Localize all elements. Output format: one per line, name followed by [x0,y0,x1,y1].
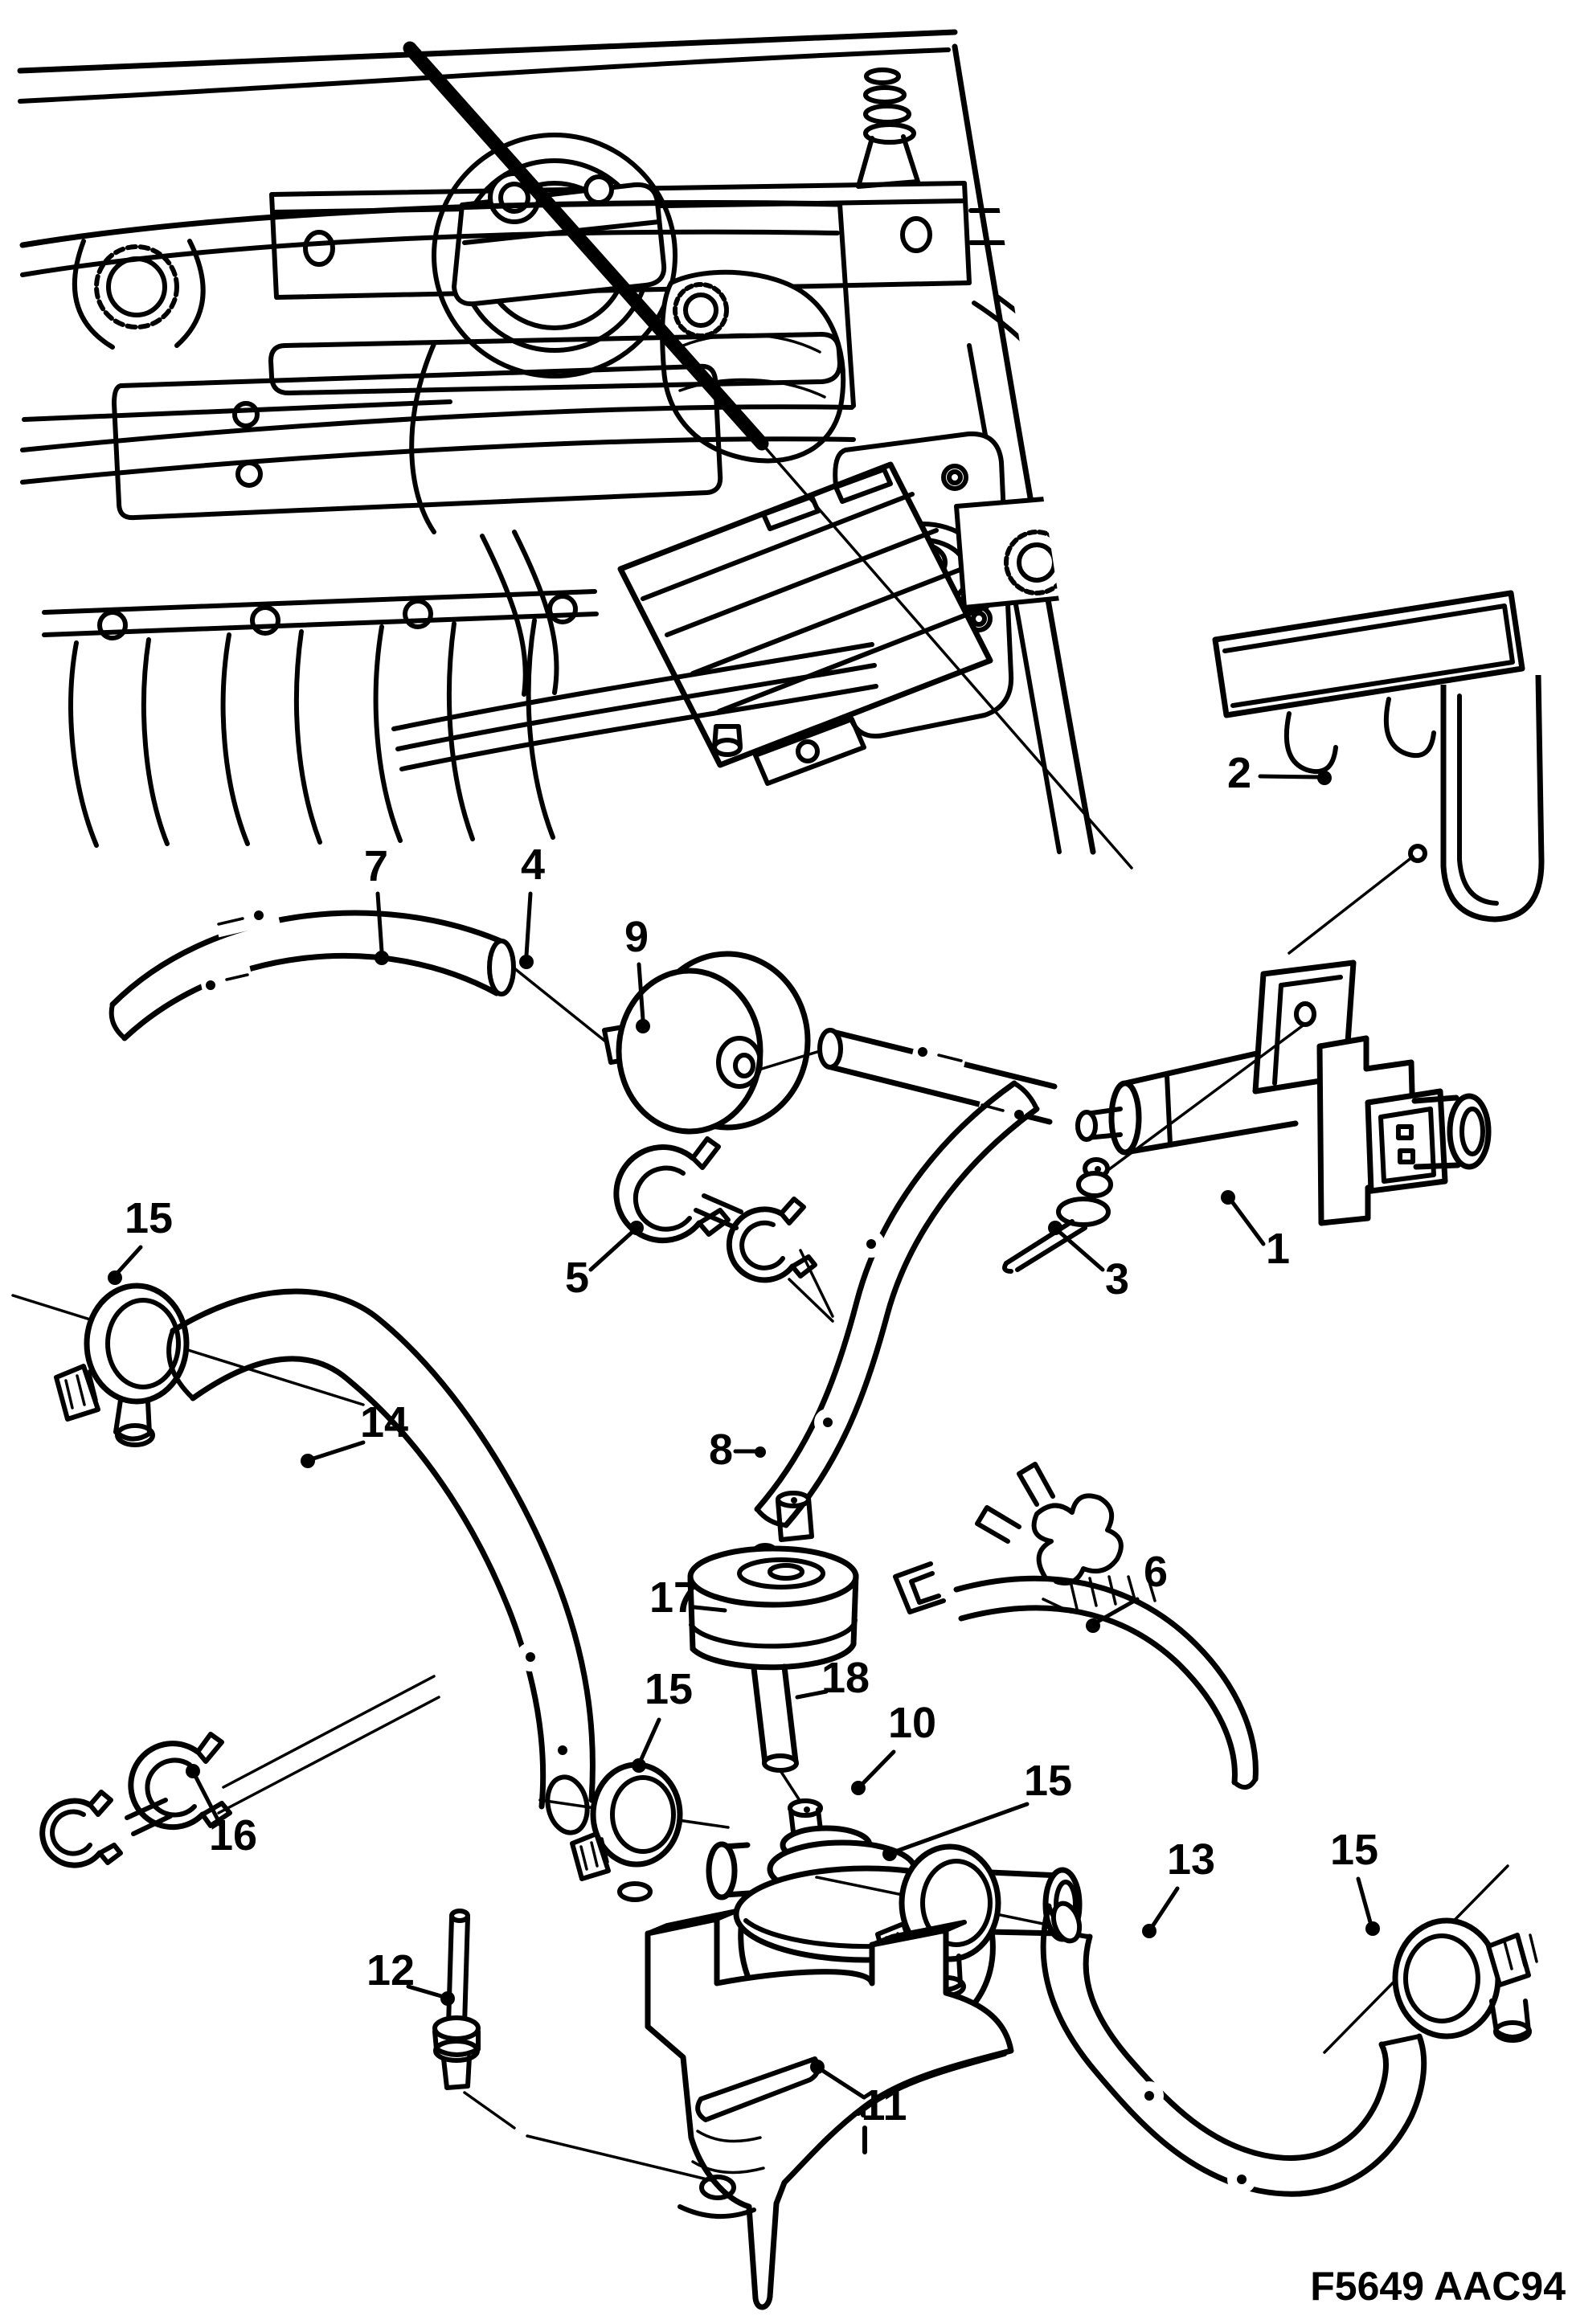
part-2-bracket [1212,590,1545,955]
callout-6: 6 [1144,1548,1168,1596]
callout-labels: 1 2 3 4 5 6 7 8 9 10 11 12 13 14 15 15 1… [125,749,1378,2130]
part-7-hose [108,899,516,1041]
tie-fir-tree-clip [975,1462,1124,1585]
part-15-clamp-b [538,1761,730,1902]
part-11-bracket [645,1909,1014,2310]
cowl-line [18,47,951,104]
part-18-tube [751,1663,802,1803]
part-3-rivet [1002,1171,1113,1274]
part-15-clamp-a [11,1283,365,1447]
locator-pointer-thin [760,442,1133,869]
callout-14: 14 [360,1398,408,1446]
hood-edge-line [17,29,958,74]
callout-15b: 15 [645,1665,693,1713]
callout-16: 16 [209,1811,257,1860]
callout-12: 12 [366,1946,415,1995]
cowl-mast [856,68,920,189]
callout-10: 10 [888,1699,936,1747]
callout-5: 5 [565,1254,589,1302]
part-6-cable-tie [893,1462,1259,1790]
callout-15a: 15 [125,1194,173,1242]
callout-leaders [108,771,1380,2100]
part-12-bolt [432,1909,715,2183]
part-1-solenoid-valve [1075,959,1492,1226]
callout-7: 7 [364,842,388,890]
figure-code: F5649 AAC94 [1310,2264,1566,2309]
callout-11: 11 [861,2081,907,2130]
callout-8: 8 [709,1426,733,1474]
relay-box [954,496,1070,610]
callout-4: 4 [521,841,545,889]
part-14-hose [166,1288,596,1835]
battery [617,461,993,786]
callout-18: 18 [821,1654,870,1702]
intake-manifold [42,589,599,848]
wiring-block [968,180,1098,270]
part-9-hose [817,1028,1058,1126]
callout-1: 1 [1266,1225,1290,1273]
engine-bay-illustration [17,29,1098,855]
callout-17: 17 [649,1573,698,1622]
part-4-filter [513,951,829,1135]
part-17-filter [687,1491,859,1671]
callout-3: 3 [1105,1255,1129,1303]
part-13-hose [1040,1901,1427,2197]
locator-pointer-thick [403,41,769,451]
callout-15d: 15 [1330,1826,1378,1874]
part-16-clip [39,1675,440,1868]
fender-edge [952,43,1096,855]
callout-15c: 15 [1024,1757,1072,1805]
callout-13: 13 [1167,1835,1215,1884]
part-5-clip [613,1136,834,1323]
callout-2: 2 [1227,749,1251,797]
callout-9: 9 [624,913,649,961]
part-15-clamp-d [1323,1864,1538,2054]
